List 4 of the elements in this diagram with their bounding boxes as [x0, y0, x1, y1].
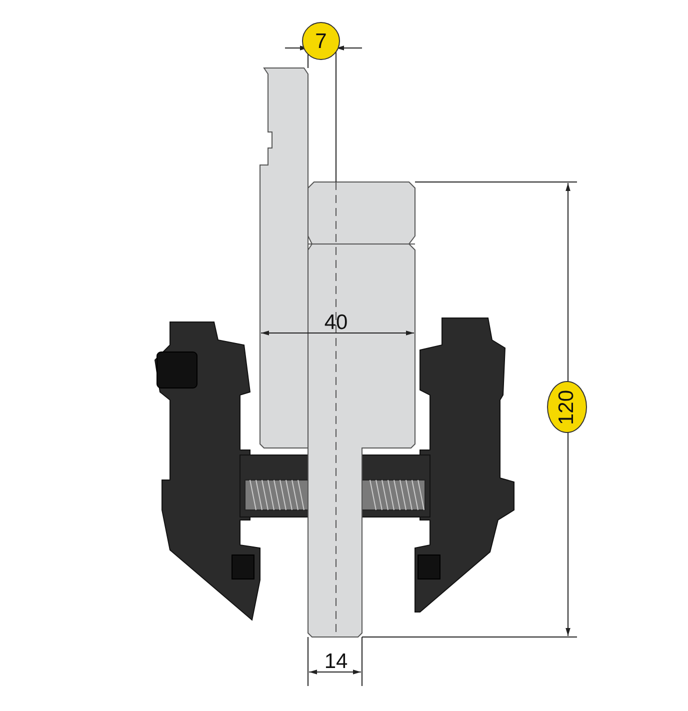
dimension-badge: 120: [547, 381, 587, 433]
dimension-value: 14: [323, 651, 349, 673]
dimension-value: 40: [323, 312, 349, 334]
dimension-badge: 7: [302, 22, 340, 60]
